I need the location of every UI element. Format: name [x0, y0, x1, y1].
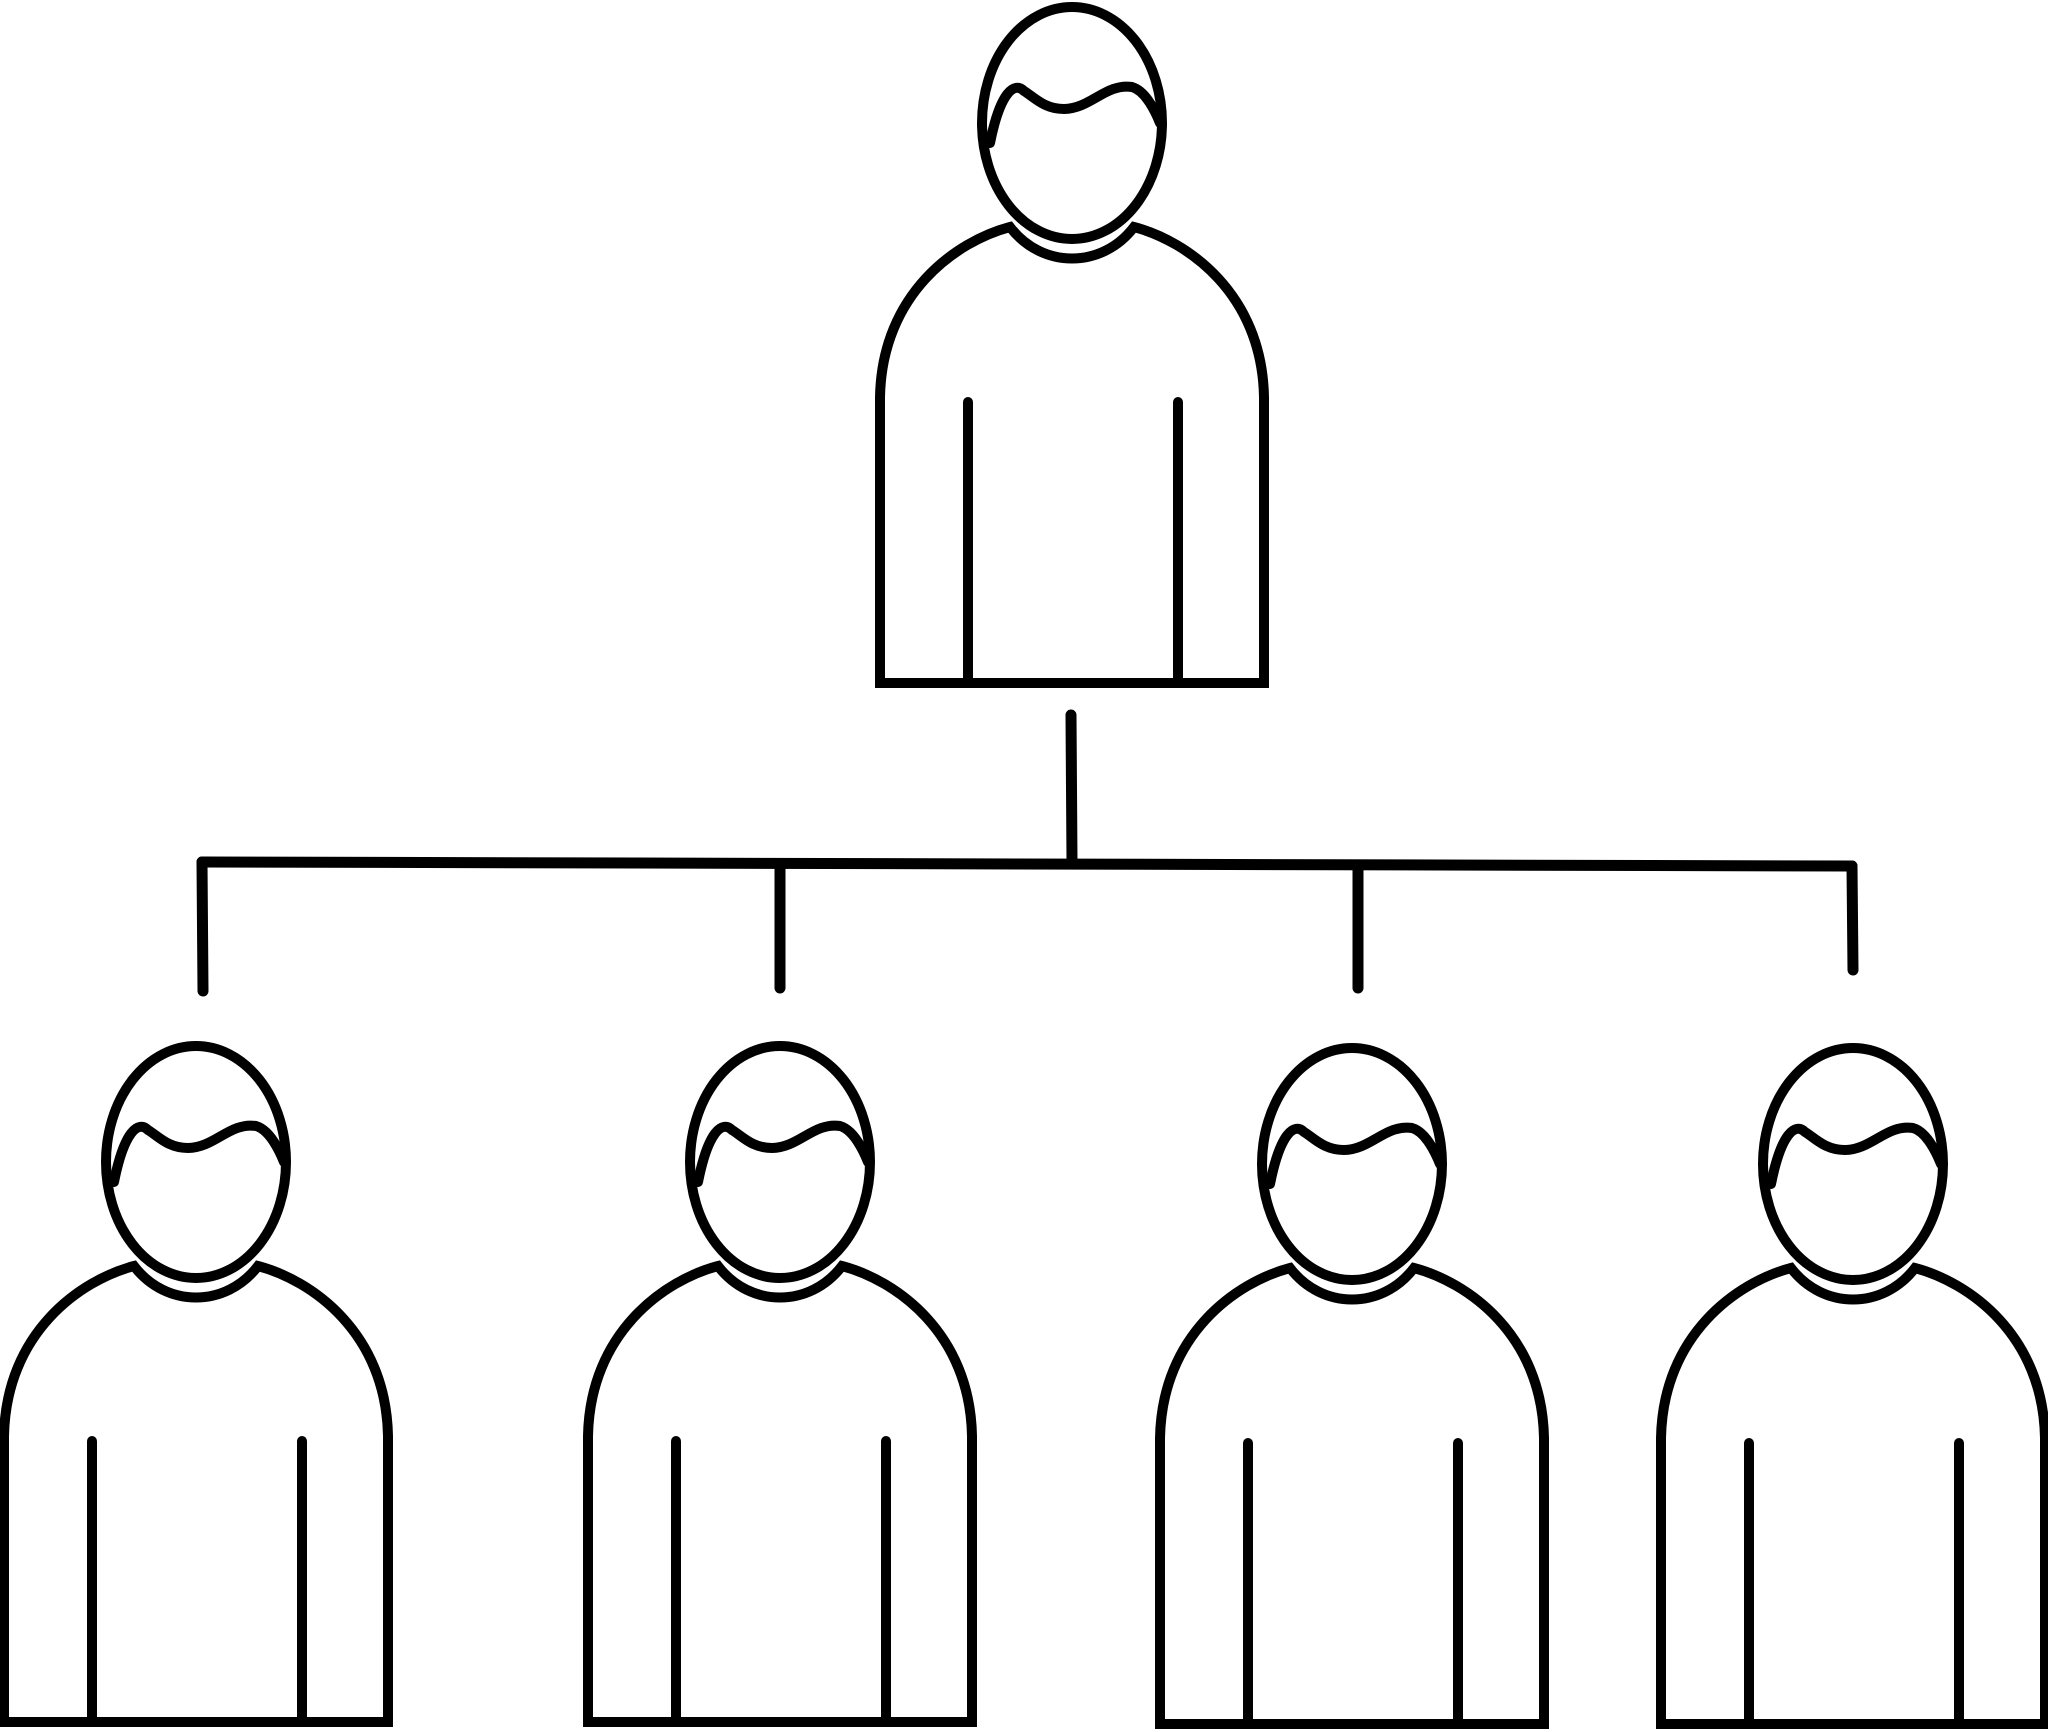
person-head — [977, 2, 1167, 244]
person-hairline — [693, 1120, 873, 1187]
person-icon-report-1 — [0, 1041, 393, 1727]
person-hairline — [109, 1120, 289, 1187]
person-head — [1257, 1043, 1447, 1285]
person-torso — [583, 1260, 977, 1727]
person-head — [101, 1041, 291, 1283]
person-torso — [1656, 1262, 2048, 1729]
person-head — [1758, 1043, 1948, 1285]
hierarchy-connectors — [196, 709, 1859, 997]
root-connector-trunk — [1065, 709, 1078, 868]
person-torso — [0, 1260, 393, 1727]
person-icon-report-4 — [1656, 1043, 2048, 1729]
person-icon-report-2 — [583, 1041, 977, 1727]
branch-drop-1 — [196, 856, 209, 997]
person-head — [685, 1041, 875, 1283]
person-torso — [875, 221, 1269, 688]
person-icon-manager — [875, 2, 1269, 688]
person-hairline — [1766, 1122, 1946, 1189]
person-hairline — [1265, 1122, 1445, 1189]
person-hairline — [985, 81, 1165, 148]
horizontal-branch-line — [196, 856, 1858, 872]
person-torso — [1155, 1262, 1549, 1729]
person-icon-report-3 — [1155, 1043, 1549, 1729]
branch-drop-4 — [1846, 860, 1859, 976]
